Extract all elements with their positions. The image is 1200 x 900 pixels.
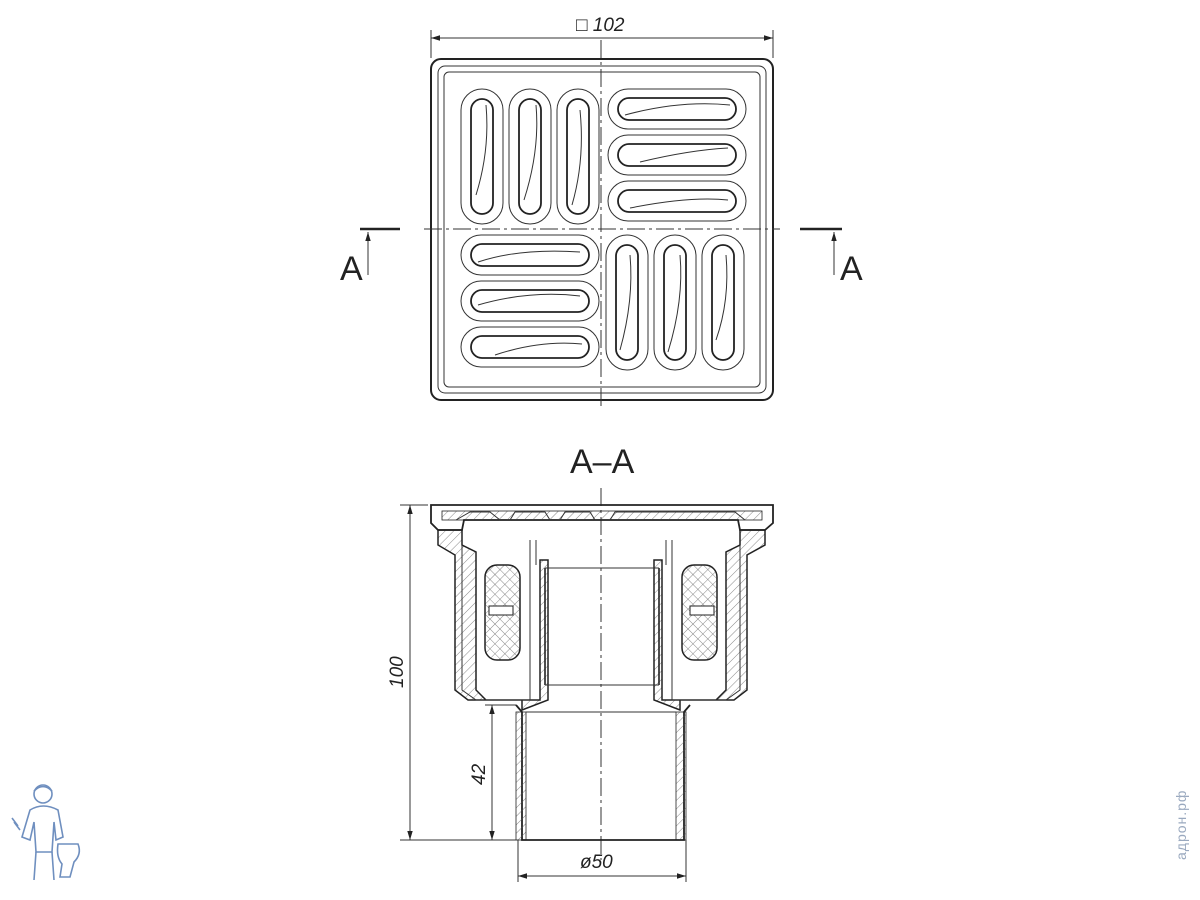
plumber-logo-icon — [11, 784, 81, 881]
slot-group-bottom-right — [605, 234, 745, 371]
outlet-diameter-label: ø50 — [580, 852, 613, 873]
section-marker-right: A — [840, 250, 863, 288]
section-view: 100 42 ø50 — [387, 488, 774, 882]
height-total-label: 100 — [387, 656, 408, 688]
top-dimension-label: □ 102 — [576, 15, 625, 36]
slot-group-top-right — [607, 88, 747, 222]
slot-group-top-left — [460, 88, 600, 225]
top-view: □ 102 A A — [340, 15, 863, 410]
section-title: A–A — [570, 443, 635, 481]
height-outlet-label: 42 — [469, 763, 490, 785]
section-marker-left: A — [340, 250, 363, 288]
slot-group-bottom-left — [460, 234, 600, 368]
watermark-text: адрон.рф — [1173, 790, 1189, 860]
